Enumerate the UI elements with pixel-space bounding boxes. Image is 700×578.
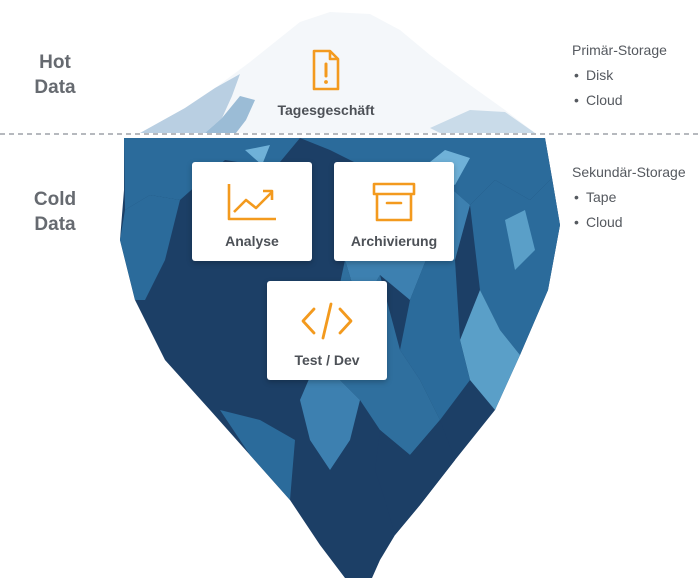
test-dev-card: Test / Dev: [267, 281, 387, 380]
cold-data-label: Cold Data: [10, 187, 100, 237]
primary-storage-title: Primär-Storage: [572, 42, 667, 58]
archive-box-icon: [372, 182, 416, 222]
code-icon: [301, 302, 353, 340]
cold-data-line2: Data: [34, 214, 76, 235]
hot-data-line1: Hot: [39, 52, 71, 73]
tip-item-label: Tagesgeschäft: [277, 102, 375, 118]
hot-data-label: Hot Data: [10, 50, 100, 100]
secondary-storage-item: Tape: [572, 185, 686, 210]
archivierung-card-label: Archivierung: [350, 233, 438, 249]
analyse-card-label: Analyse: [225, 233, 279, 249]
hot-data-line2: Data: [34, 77, 76, 98]
primary-storage-list: Primär-Storage Disk Cloud: [572, 38, 667, 113]
secondary-storage-title: Sekundär-Storage: [572, 164, 686, 180]
archivierung-card: Archivierung: [334, 162, 454, 261]
cold-data-line1: Cold: [33, 189, 77, 210]
document-alert-icon: [312, 49, 340, 91]
primary-storage-item: Disk: [572, 63, 667, 88]
secondary-storage-item: Cloud: [572, 210, 686, 235]
secondary-storage-list: Sekundär-Storage Tape Cloud: [572, 160, 686, 235]
test-dev-card-label: Test / Dev: [294, 352, 360, 368]
primary-storage-item: Cloud: [572, 88, 667, 113]
trending-chart-icon: [227, 184, 276, 221]
analyse-card: Analyse: [192, 162, 312, 261]
